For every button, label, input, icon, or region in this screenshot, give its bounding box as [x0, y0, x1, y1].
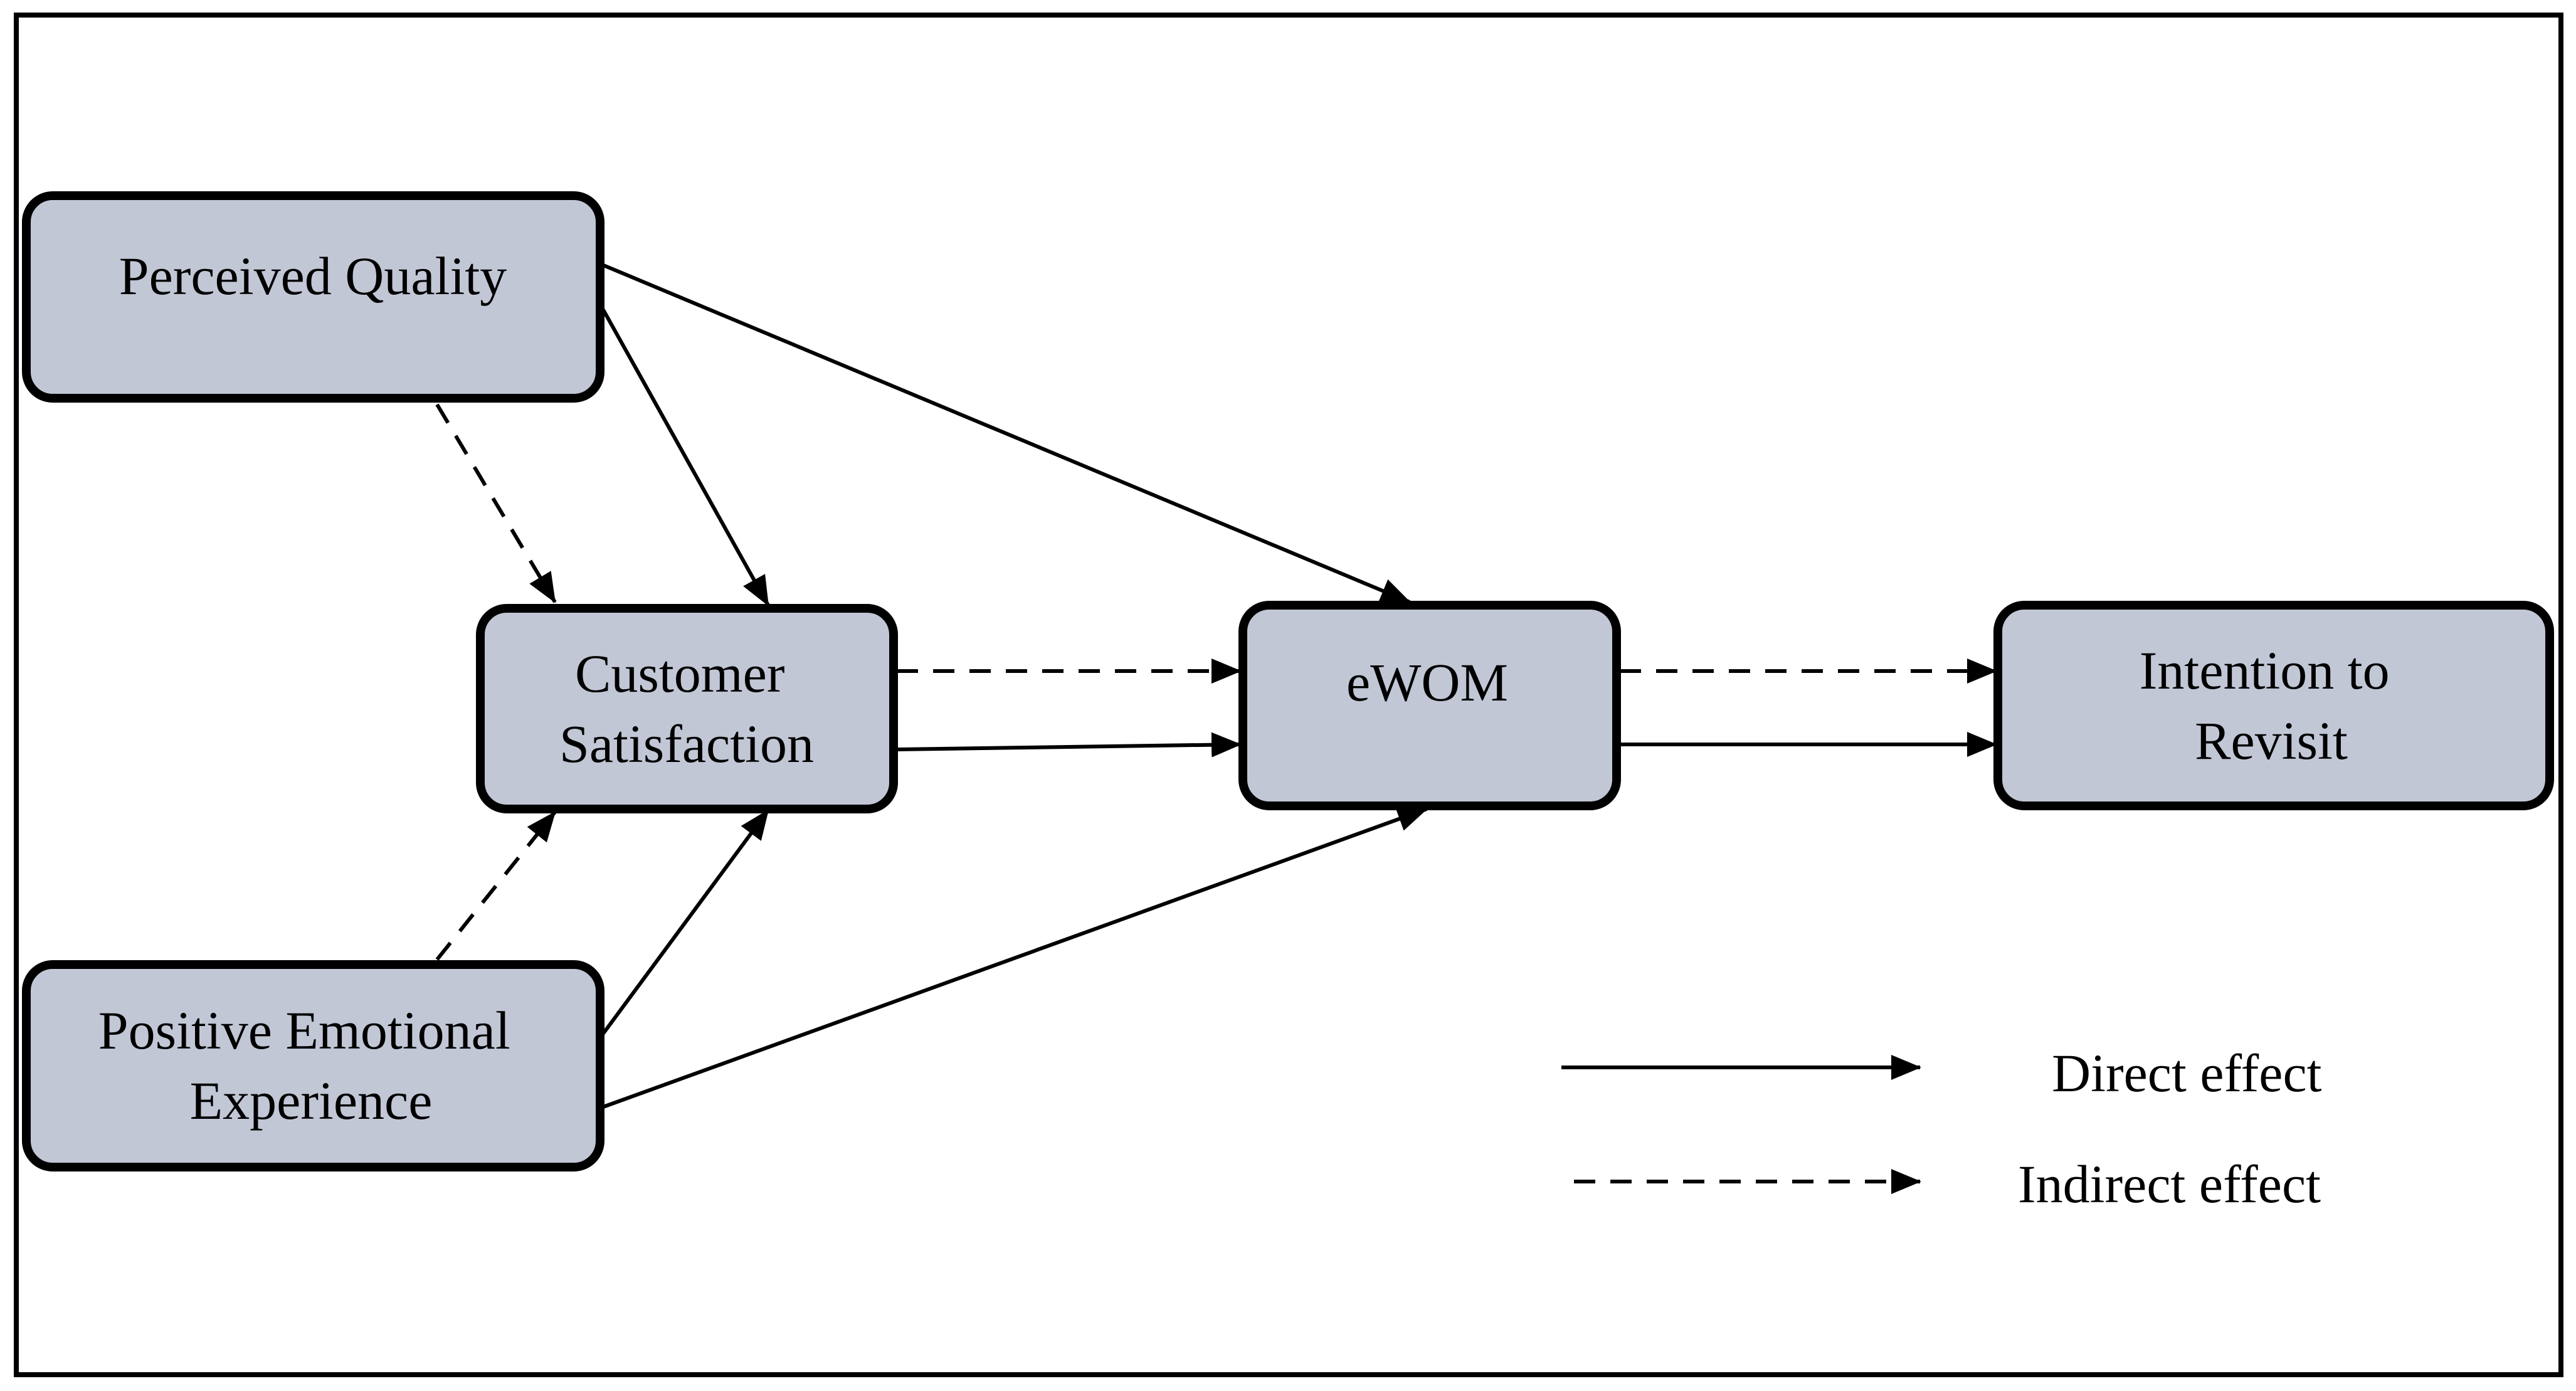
node-ewom: eWOM: [1238, 601, 1621, 810]
node-label: Customer Satisfaction: [559, 643, 814, 774]
node-perceived-quality: Perceived Quality: [22, 191, 604, 403]
node-label: eWOM: [1346, 652, 1508, 712]
legend: Direct effect Indirect effect: [1561, 1043, 2322, 1214]
edge-pq-to-cs-indirect: [435, 403, 557, 603]
node-label: Positive Emotional Experience: [98, 1000, 524, 1131]
edge-pee-to-cs: [601, 809, 770, 1035]
edge-pee-to-ewom: [602, 807, 1428, 1109]
outer-frame: [14, 13, 2563, 1377]
edge-pq-to-cs: [601, 309, 770, 606]
edges: [435, 263, 1997, 1109]
node-label: Perceived Quality: [119, 246, 507, 306]
node-positive-emotional-experience: Positive Emotional Experience: [22, 960, 604, 1172]
edge-cs-to-ewom: [896, 732, 1242, 758]
legend-indirect-label: Indirect effect: [2018, 1154, 2321, 1214]
edge-pee-to-cs-indirect: [435, 811, 557, 961]
node-intention-to-revisit: Intention to Revisit: [1993, 601, 2554, 810]
legend-direct-label: Direct effect: [2052, 1043, 2322, 1103]
node-label: Intention to Revisit: [2140, 640, 2403, 771]
legend-indirect: Indirect effect: [1574, 1154, 2321, 1214]
edge-pq-to-ewom: [601, 263, 1411, 604]
legend-direct: Direct effect: [1561, 1043, 2322, 1103]
node-customer-satisfaction: Customer Satisfaction: [476, 604, 898, 813]
